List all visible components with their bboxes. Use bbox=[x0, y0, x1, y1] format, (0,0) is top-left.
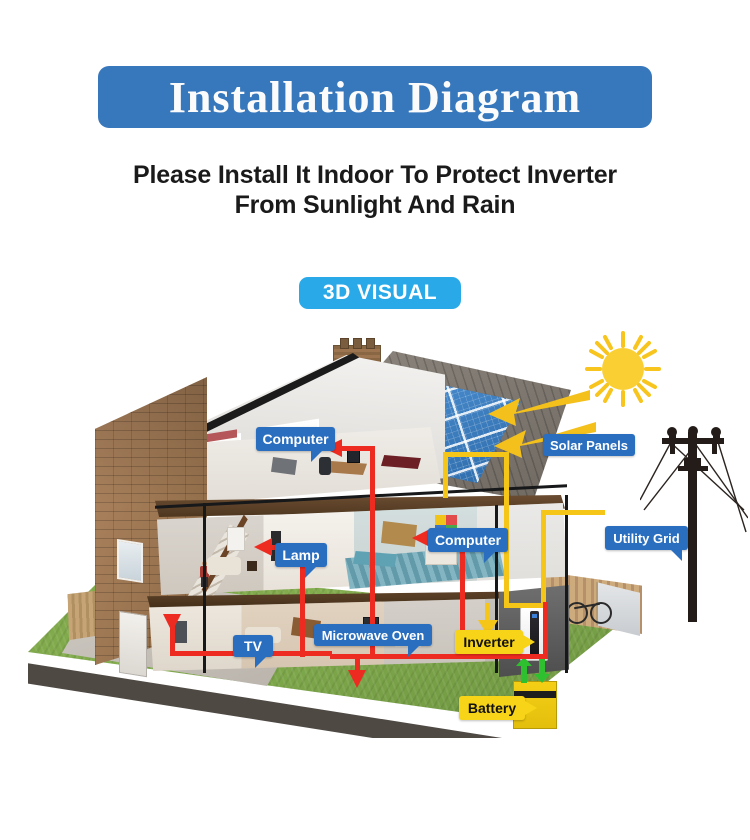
wall-mirror bbox=[227, 527, 245, 551]
house-cut-edge bbox=[203, 503, 206, 673]
sun-ray-arrow-icon bbox=[488, 390, 590, 426]
label-tail bbox=[484, 552, 495, 563]
subtitle-line-2: From Sunlight And Rain bbox=[234, 191, 516, 219]
power-flow-arrows-icon bbox=[516, 657, 550, 683]
page-title: Installation Diagram bbox=[168, 72, 582, 122]
label-tail bbox=[311, 451, 322, 462]
page-title-banner: Installation Diagram bbox=[98, 66, 652, 128]
bunk-bed bbox=[381, 521, 417, 547]
grid-wire-yellow bbox=[541, 510, 546, 608]
nightstand bbox=[247, 561, 257, 571]
load-wire-red bbox=[370, 446, 375, 658]
load-wire-red bbox=[330, 654, 548, 659]
bed-lower bbox=[207, 557, 241, 575]
label-lamp: Lamp bbox=[275, 543, 327, 578]
label-tail bbox=[305, 567, 316, 578]
bicycle-wheel bbox=[590, 602, 612, 624]
label-computer-bedroom: Computer bbox=[428, 528, 508, 563]
attic-office-chair bbox=[319, 457, 331, 475]
load-wire-red bbox=[342, 446, 374, 451]
exterior-window bbox=[117, 538, 143, 584]
house-cut-edge bbox=[565, 495, 568, 673]
label-microwave-oven: Microwave Oven bbox=[314, 624, 432, 657]
label-battery: Battery bbox=[459, 696, 537, 720]
load-wire-red bbox=[300, 545, 305, 657]
inverter-feed-arrow-icon bbox=[478, 620, 498, 636]
solar-wire-yellow bbox=[443, 452, 509, 457]
attic-desk bbox=[327, 461, 367, 475]
label-utility-grid: Utility Grid bbox=[605, 526, 688, 561]
diagram-scene: Computer Solar Panels Utility Grid Compu… bbox=[0, 320, 750, 820]
grid-wire-yellow bbox=[541, 510, 605, 515]
label-tail bbox=[408, 646, 419, 657]
house-cut-edge bbox=[495, 505, 498, 673]
load-wire-red bbox=[460, 536, 465, 656]
utility-pole-icon bbox=[640, 426, 748, 622]
load-wire-red bbox=[170, 616, 175, 656]
microwave-arrow-icon bbox=[348, 670, 366, 688]
front-door bbox=[119, 610, 147, 678]
inverter-led bbox=[532, 614, 537, 618]
computer-bedroom-arrow-icon bbox=[412, 529, 430, 547]
sun-icon bbox=[585, 331, 661, 407]
inverter-feed-yellow bbox=[485, 603, 490, 625]
battery-band bbox=[514, 691, 556, 698]
chimney-pot bbox=[340, 338, 349, 349]
subtitle: Please Install It Indoor To Protect Inve… bbox=[0, 160, 750, 220]
subtitle-line-1: Please Install It Indoor To Protect Inve… bbox=[133, 161, 617, 189]
inverter-display-strip bbox=[530, 611, 539, 657]
badge-3d-visual: 3D VISUAL bbox=[299, 277, 461, 309]
solar-wire-yellow bbox=[443, 452, 448, 498]
label-solar-panels: Solar Panels bbox=[543, 434, 635, 456]
label-inverter: Inverter bbox=[455, 630, 535, 654]
bed-mattress bbox=[353, 551, 397, 567]
tv-arrow-icon bbox=[163, 614, 181, 632]
television bbox=[173, 621, 187, 643]
lamp-arrow-icon bbox=[254, 538, 272, 556]
bicycle-icon bbox=[566, 596, 612, 624]
attic-computer-monitor bbox=[347, 449, 360, 463]
chimney-pot bbox=[366, 338, 375, 349]
label-computer-attic: Computer bbox=[256, 427, 335, 462]
dining-table bbox=[291, 617, 321, 639]
badge-3d-visual-label: 3D VISUAL bbox=[322, 281, 438, 304]
chimney-pot bbox=[353, 338, 362, 349]
label-tail bbox=[525, 701, 537, 715]
load-wire-red bbox=[355, 654, 360, 672]
attic-storage-box bbox=[271, 457, 297, 475]
inverter-out-red bbox=[543, 602, 548, 656]
grid-wire-yellow bbox=[504, 603, 546, 608]
label-tail bbox=[523, 635, 535, 649]
label-tail bbox=[255, 657, 266, 668]
attic-sideboard bbox=[381, 455, 421, 469]
label-tv: TV bbox=[233, 635, 273, 668]
label-tail bbox=[671, 550, 682, 561]
